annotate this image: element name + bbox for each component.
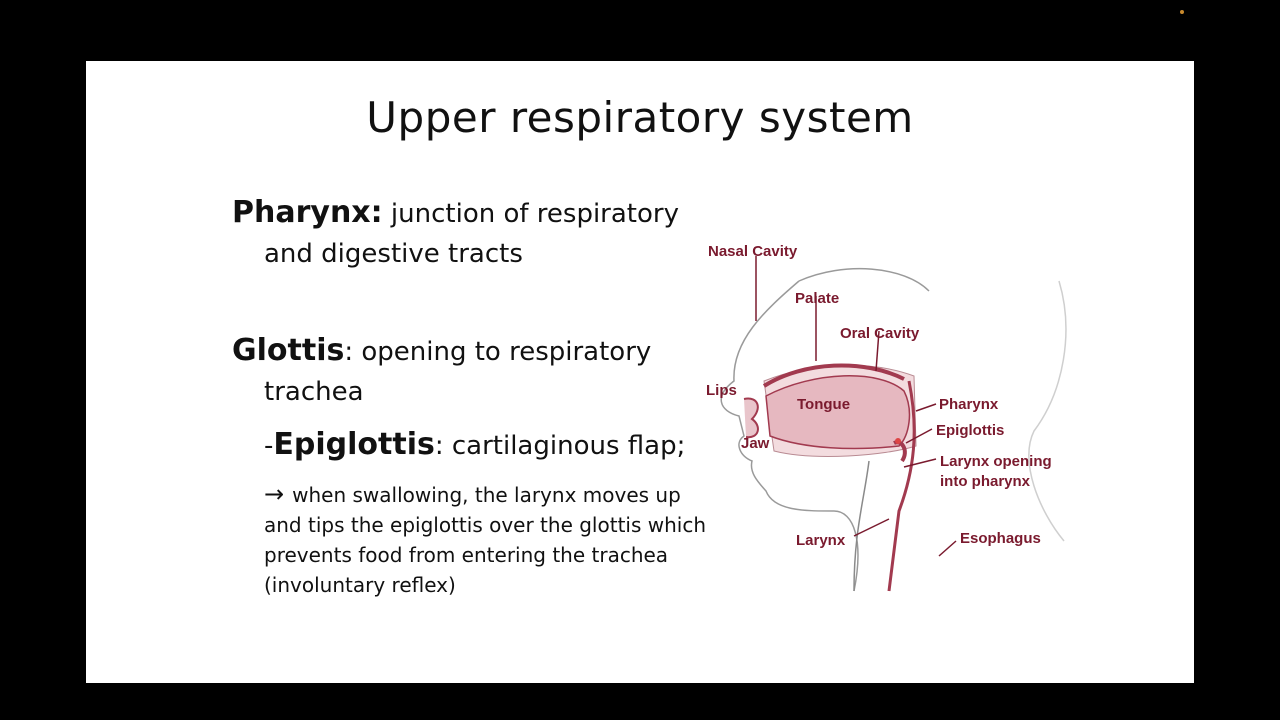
skull-top xyxy=(798,267,930,292)
label-larynx-opening-2: into pharynx xyxy=(940,473,1031,490)
epiglottis-definition: -Epiglottis: cartilaginous flap; xyxy=(264,427,685,462)
label-oral-cavity: Oral Cavity xyxy=(840,325,920,342)
label-tongue: Tongue xyxy=(797,396,850,413)
label-lips: Lips xyxy=(706,382,737,399)
epiglottis-line xyxy=(905,428,933,444)
pharynx-desc-line2: and digestive tracts xyxy=(264,239,523,269)
epiglottis-desc: : cartilaginous flap; xyxy=(434,431,686,461)
pharynx-definition: Pharynx: junction of respiratory xyxy=(232,195,679,230)
label-jaw: Jaw xyxy=(741,435,770,452)
pharynx-tube xyxy=(887,380,916,592)
status-dot xyxy=(1180,10,1184,14)
swallowing-note-text: when swallowing, the larynx moves up and… xyxy=(264,483,707,597)
label-nasal-cavity: Nasal Cavity xyxy=(708,243,798,260)
epiglottis-prefix: - xyxy=(264,431,274,461)
pharynx-line xyxy=(915,403,937,412)
pharynx-desc-line1: junction of respiratory xyxy=(390,199,679,229)
palate-arc xyxy=(762,363,905,388)
glottis-term: Glottis xyxy=(232,333,345,368)
glottis-sep: : xyxy=(344,337,354,367)
glottis-desc-line1: opening to respiratory xyxy=(361,337,652,367)
respiratory-diagram: Nasal Cavity Palate Oral Cavity Lips Ton… xyxy=(706,243,1067,592)
right-arrow-icon: → xyxy=(264,480,285,508)
head-back xyxy=(1028,280,1067,542)
esophagus-line xyxy=(938,540,957,557)
pharynx-term: Pharynx: xyxy=(232,195,383,230)
head-outline xyxy=(720,280,859,592)
glottis-desc-line2: trachea xyxy=(264,377,364,407)
label-esophagus: Esophagus xyxy=(960,530,1041,547)
label-palate: Palate xyxy=(795,290,839,307)
trachea-tube xyxy=(853,460,870,592)
epiglottis-term: Epiglottis xyxy=(273,427,435,462)
larynx-opening-line xyxy=(903,458,937,468)
label-larynx: Larynx xyxy=(796,532,846,549)
slide: Upper respiratory system Pharynx: juncti… xyxy=(86,61,1194,683)
lips-shape xyxy=(743,397,759,439)
label-larynx-opening-1: Larynx opening xyxy=(940,453,1052,470)
glottis-definition: Glottis: opening to respiratory xyxy=(232,333,651,368)
label-pharynx: Pharynx xyxy=(939,396,999,413)
epiglottis-marker xyxy=(895,438,901,444)
larynx-line xyxy=(853,518,890,537)
oral-cavity-line xyxy=(875,330,880,372)
tongue-shape xyxy=(765,375,911,450)
slide-title: Upper respiratory system xyxy=(366,93,914,142)
swallowing-note: →when swallowing, the larynx moves up an… xyxy=(264,479,724,600)
label-epiglottis: Epiglottis xyxy=(936,422,1004,439)
